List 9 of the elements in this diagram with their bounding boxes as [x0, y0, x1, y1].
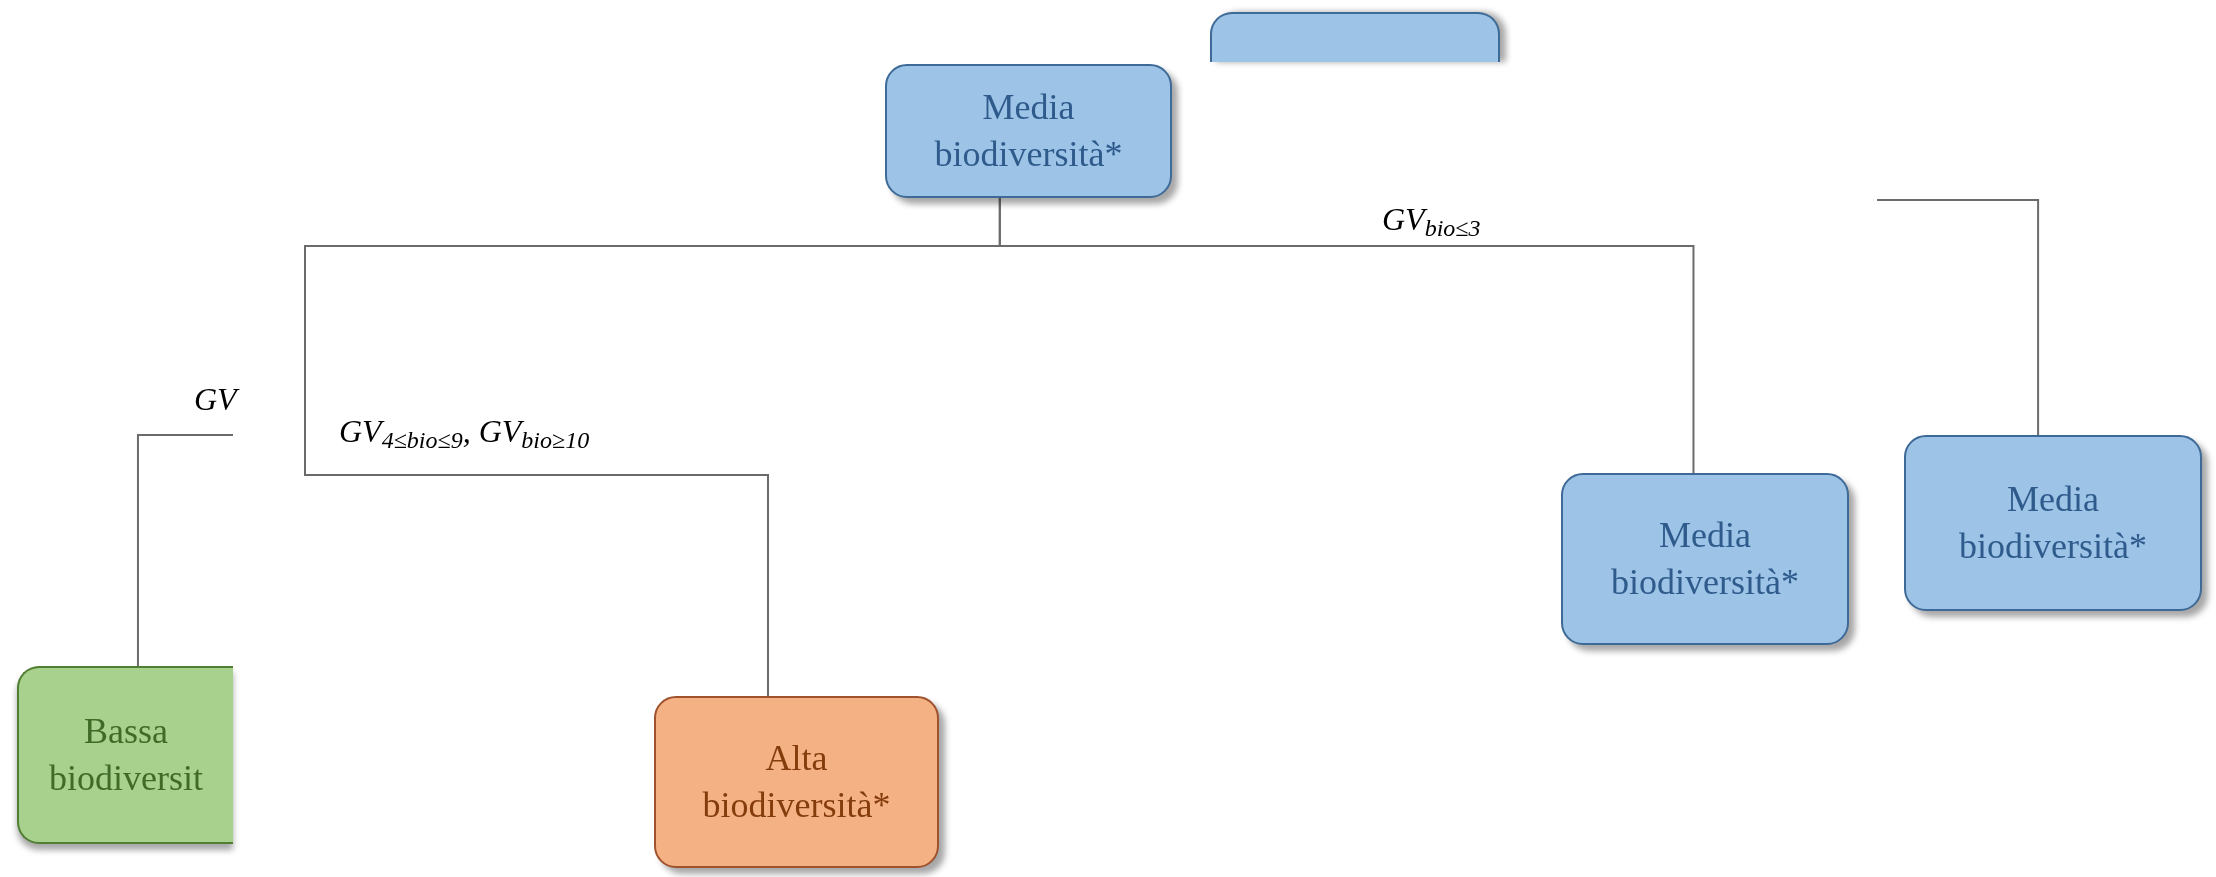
rounded-box: Media biodiversità* — [1904, 435, 2202, 611]
rounded-box: Alta biodiversità* — [654, 696, 939, 868]
rounded-box: Bassa biodiversit — [17, 666, 233, 844]
partial-box — [1210, 12, 1500, 62]
rounded-box: Media biodiversità* — [885, 64, 1172, 198]
connector-line — [304, 197, 1001, 697]
connector-line — [1876, 199, 2040, 436]
connector-line — [136, 434, 234, 667]
rounded-box: Media biodiversità* — [1561, 473, 1849, 645]
